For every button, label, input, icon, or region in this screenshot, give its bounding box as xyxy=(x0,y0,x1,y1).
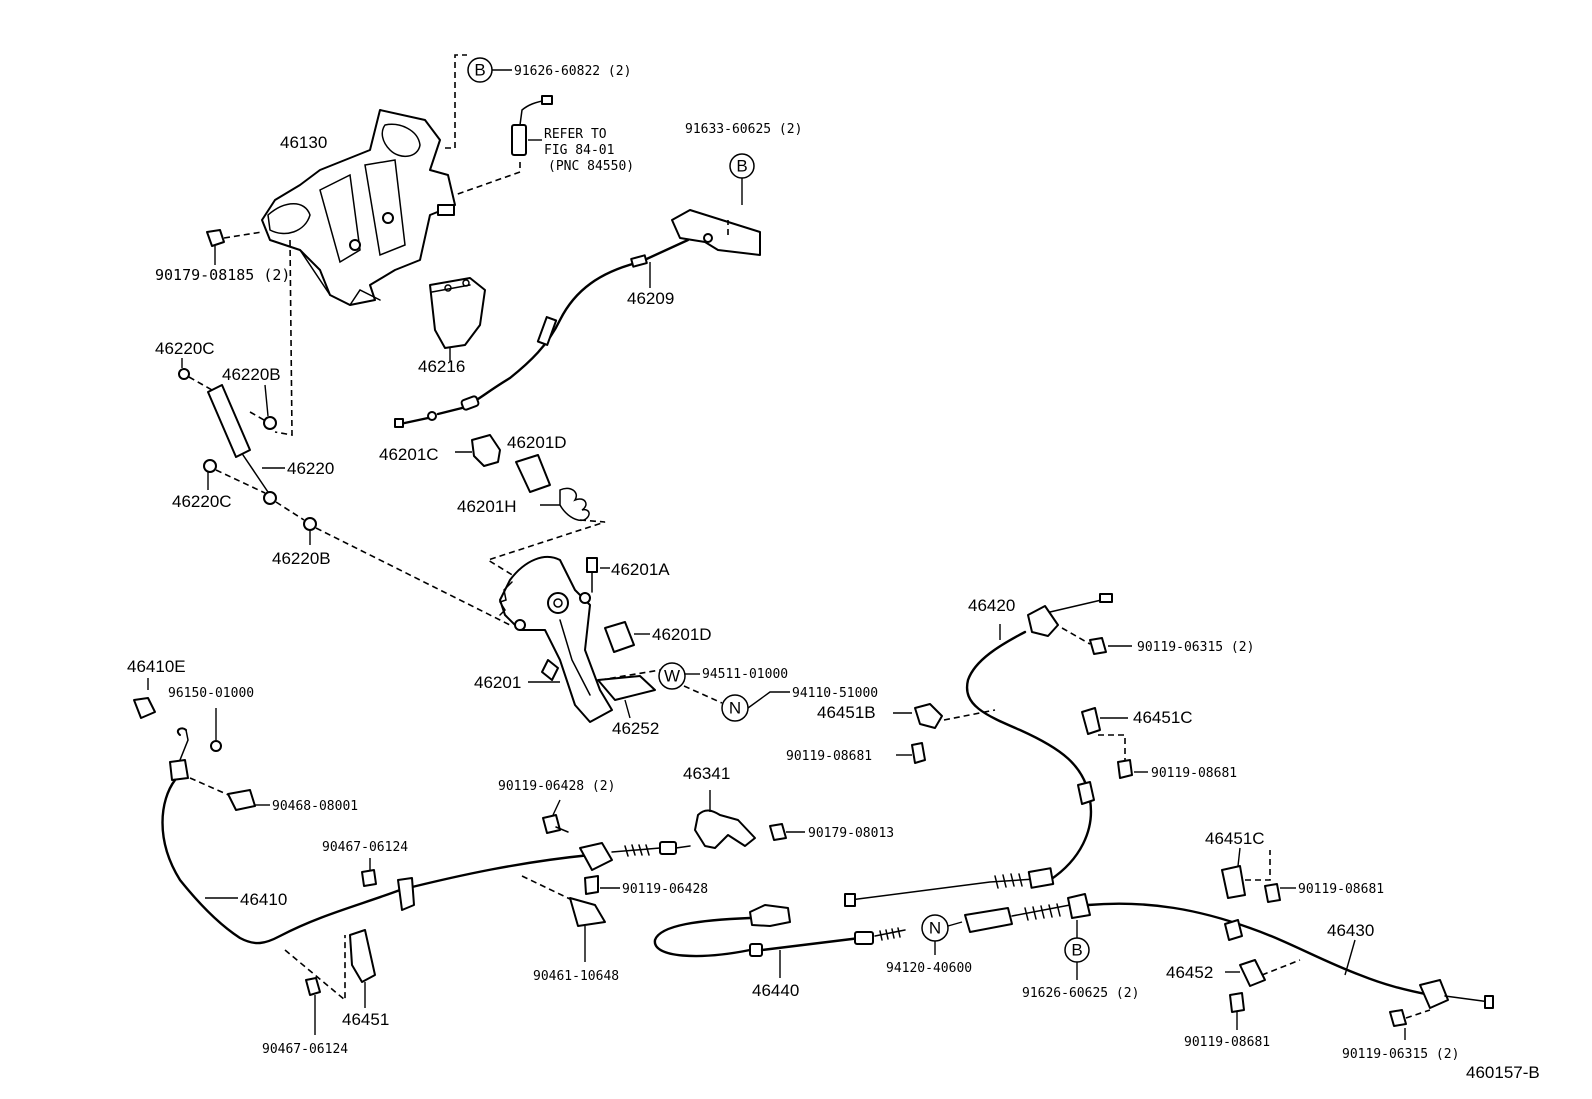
rear-cable-46410 xyxy=(133,697,691,945)
label-46220B-top: 46220B xyxy=(222,365,281,384)
lever-assembly-46201 xyxy=(471,434,656,723)
label-91626-60625: 91626-60625 (2) xyxy=(1022,986,1139,1001)
label-91633-60625: 91633-60625 (2) xyxy=(685,122,802,137)
label-46220B-bottom: 46220B xyxy=(272,549,331,568)
svg-text:N: N xyxy=(729,699,741,718)
label-90119-06428: 90119-06428 xyxy=(622,882,708,897)
clamp-46451C-b xyxy=(1221,865,1246,899)
label-90119-08681-c: 90119-08681 xyxy=(1298,882,1384,897)
label-46220: 46220 xyxy=(287,459,334,478)
label-90468-08001: 90468-08001 xyxy=(272,799,358,814)
label-46201H: 46201H xyxy=(457,497,517,516)
label-46220C-top: 46220C xyxy=(155,339,215,358)
label-46420: 46420 xyxy=(968,596,1015,615)
label-46341: 46341 xyxy=(683,764,730,783)
label-46201: 46201 xyxy=(474,673,521,692)
label-90119-08681-a: 90119-08681 xyxy=(786,749,872,764)
label-46451B: 46451B xyxy=(817,703,876,722)
clamp-46452 xyxy=(1239,959,1266,987)
label-91626-60822: 91626-60822 (2) xyxy=(514,64,631,79)
nut-90179-08013 xyxy=(769,823,787,841)
label-46216: 46216 xyxy=(418,357,465,376)
label-90119-06315-bottom: 90119-06315 (2) xyxy=(1342,1047,1459,1062)
refer-note-line3: (PNC 84550) xyxy=(548,159,634,174)
callout-w xyxy=(658,662,686,690)
label-90179-08013: 90179-08013 xyxy=(808,826,894,841)
nut-90179-08185 xyxy=(206,229,225,247)
svg-text:W: W xyxy=(664,667,680,686)
label-46451: 46451 xyxy=(342,1010,389,1029)
label-46451C-b: 46451C xyxy=(1205,829,1265,848)
label-96150-01000: 96150-01000 xyxy=(168,686,254,701)
rear-cable-46430 xyxy=(964,893,1494,1009)
label-46410: 46410 xyxy=(240,890,287,909)
equalizer-46341 xyxy=(694,809,756,849)
label-46201D-bottom: 46201D xyxy=(652,625,712,644)
label-94120-40600: 94120-40600 xyxy=(886,961,972,976)
label-90119-08681-b: 90119-08681 xyxy=(1151,766,1237,781)
label-46440: 46440 xyxy=(752,981,799,1000)
label-46430: 46430 xyxy=(1327,921,1374,940)
svg-text:N: N xyxy=(929,919,941,938)
label-46201A: 46201A xyxy=(611,560,670,579)
rear-cable-46420 xyxy=(844,593,1113,907)
label-46130: 46130 xyxy=(280,133,327,152)
label-46410E: 46410E xyxy=(127,657,186,676)
bracket-90461 xyxy=(569,897,606,927)
label-90119-08681-d: 90119-08681 xyxy=(1184,1035,1270,1050)
label-46201D-top: 46201D xyxy=(507,433,567,452)
bracket-46451 xyxy=(349,929,376,983)
label-46452: 46452 xyxy=(1166,963,1213,982)
callout-b-46209 xyxy=(729,153,755,179)
label-46252: 46252 xyxy=(612,719,659,738)
label-90461-10648: 90461-10648 xyxy=(533,969,619,984)
label-90467-06124-bottom: 90467-06124 xyxy=(262,1042,348,1057)
switch-connector xyxy=(511,95,553,156)
clamp-90468 xyxy=(227,789,256,811)
label-94110-51000: 94110-51000 xyxy=(792,686,878,701)
clamp-46451C-a xyxy=(1081,707,1101,735)
label-90467-06124-top: 90467-06124 xyxy=(322,840,408,855)
svg-text:B: B xyxy=(1071,941,1082,960)
refer-note-line2: FIG 84-01 xyxy=(544,143,614,158)
bolt-90467-top xyxy=(361,869,377,887)
pedal-bracket-46130 xyxy=(261,109,456,306)
label-90179-08185: 90179-08185 (2) xyxy=(155,266,290,284)
refer-note-line1: REFER TO xyxy=(544,127,607,142)
damper-46220 xyxy=(178,368,511,626)
label-46451C-a: 46451C xyxy=(1133,708,1193,727)
pedal-pad-46216 xyxy=(429,277,486,349)
cable-46440 xyxy=(653,904,906,958)
bolt-90119-06428-2 xyxy=(542,814,561,834)
label-46220C-bottom: 46220C xyxy=(172,492,232,511)
label-46201C: 46201C xyxy=(379,445,439,464)
figure-code: 460157-B xyxy=(1466,1063,1540,1082)
svg-text:B: B xyxy=(736,157,747,176)
clamp-46451B xyxy=(914,703,943,729)
label-90119-06428-2: 90119-06428 (2) xyxy=(498,779,615,794)
label-46209: 46209 xyxy=(627,289,674,308)
svg-text:B: B xyxy=(474,61,485,80)
label-90119-06315-top: 90119-06315 (2) xyxy=(1137,640,1254,655)
release-cable-46209 xyxy=(394,209,761,428)
label-94511-01000: 94511-01000 xyxy=(702,667,788,682)
